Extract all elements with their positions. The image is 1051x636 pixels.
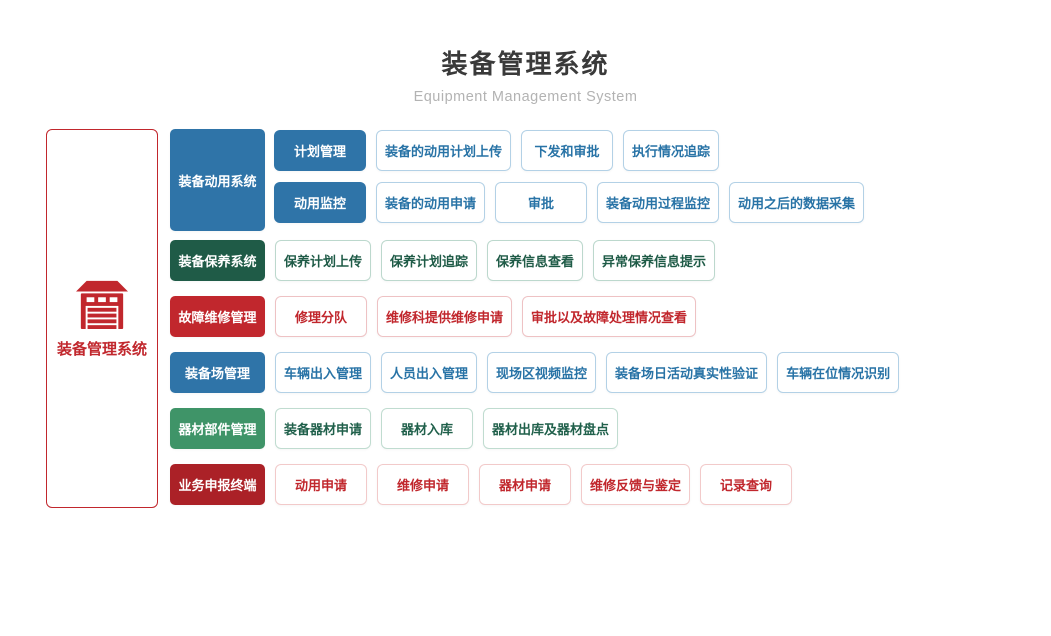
item-issue-and-approval: 下发和审批: [521, 130, 614, 171]
item-materiel-inbound: 器材入库: [381, 408, 474, 449]
item-mobilization-plan-upload: 装备的动用计划上传: [376, 130, 512, 171]
item-mobilization-request: 装备的动用申请: [376, 182, 486, 223]
subcategory-plan-management: 计划管理: [274, 130, 366, 171]
item-materiel-outbound-and-inventory: 器材出库及器材盘点: [483, 408, 619, 449]
root-node: 装备管理系统: [46, 129, 158, 508]
page-header: 装备管理系统 Equipment Management System: [0, 44, 1051, 105]
materiel-row: 器材部件管理 装备器材申请 器材入库 器材出库及器材盘点: [170, 408, 619, 449]
item-maintenance-plan-upload: 保养计划上传: [275, 240, 372, 281]
repair-row: 故障维修管理 修理分队 维修科提供维修申请 审批以及故障处理情况查看: [170, 296, 697, 337]
subcategory-mobilization-monitoring: 动用监控: [274, 182, 366, 223]
item-repair-dept-request: 维修科提供维修申请: [377, 296, 513, 337]
category-depot-management: 装备场管理: [170, 352, 265, 393]
item-personnel-access-management: 人员出入管理: [381, 352, 478, 393]
item-repair-feedback-appraisal: 维修反馈与鉴定: [581, 464, 691, 505]
item-depot-daily-activity-verification: 装备场日活动真实性验证: [606, 352, 768, 393]
item-repair-team: 修理分队: [275, 296, 367, 337]
category-maintenance-system: 装备保养系统: [170, 240, 265, 281]
reporting-row: 业务申报终端 动用申请 维修申请 器材申请 维修反馈与鉴定 记录查询: [170, 464, 793, 505]
mobilization-monitor-row: 动用监控 装备的动用申请 审批 装备动用过程监控 动用之后的数据采集: [274, 182, 865, 223]
item-materiel-application: 器材申请: [479, 464, 571, 505]
root-node-label: 装备管理系统: [56, 340, 147, 358]
item-execution-tracking: 执行情况追踪: [623, 130, 720, 171]
item-vehicle-access-management: 车辆出入管理: [275, 352, 372, 393]
mobilization-plan-row: 计划管理 装备的动用计划上传 下发和审批 执行情况追踪: [274, 130, 720, 171]
item-maintenance-plan-tracking: 保养计划追踪: [381, 240, 478, 281]
item-maintenance-info-view: 保养信息查看: [487, 240, 584, 281]
depot-row: 装备场管理 车辆出入管理 人员出入管理 现场区视频监控 装备场日活动真实性验证 …: [170, 352, 900, 393]
page-title: 装备管理系统: [441, 49, 610, 79]
item-mobilization-process-monitoring: 装备动用过程监控: [597, 182, 720, 223]
item-site-video-surveillance: 现场区视频监控: [487, 352, 597, 393]
item-vehicle-presence-recognition: 车辆在位情况识别: [777, 352, 900, 393]
item-repair-application: 维修申请: [377, 464, 469, 505]
category-materiel-parts-management: 器材部件管理: [170, 408, 265, 449]
category-fault-repair-management: 故障维修管理: [170, 296, 265, 337]
maintenance-row: 装备保养系统 保养计划上传 保养计划追踪 保养信息查看 异常保养信息提示: [170, 240, 716, 281]
item-abnormal-maintenance-alert: 异常保养信息提示: [593, 240, 716, 281]
item-approval: 审批: [495, 182, 588, 223]
item-record-query: 记录查询: [700, 464, 793, 505]
item-approval-and-fault-status-view: 审批以及故障处理情况查看: [522, 296, 697, 337]
category-business-reporting-terminal: 业务申报终端: [170, 464, 265, 505]
item-equipment-materiel-request: 装备器材申请: [275, 408, 372, 449]
category-mobilization-system: 装备动用系统: [170, 129, 265, 231]
garage-icon: [76, 280, 128, 329]
item-post-mobilization-data-collection: 动用之后的数据采集: [729, 182, 865, 223]
item-mobilization-application: 动用申请: [275, 464, 367, 505]
page-subtitle: Equipment Management System: [413, 89, 638, 105]
